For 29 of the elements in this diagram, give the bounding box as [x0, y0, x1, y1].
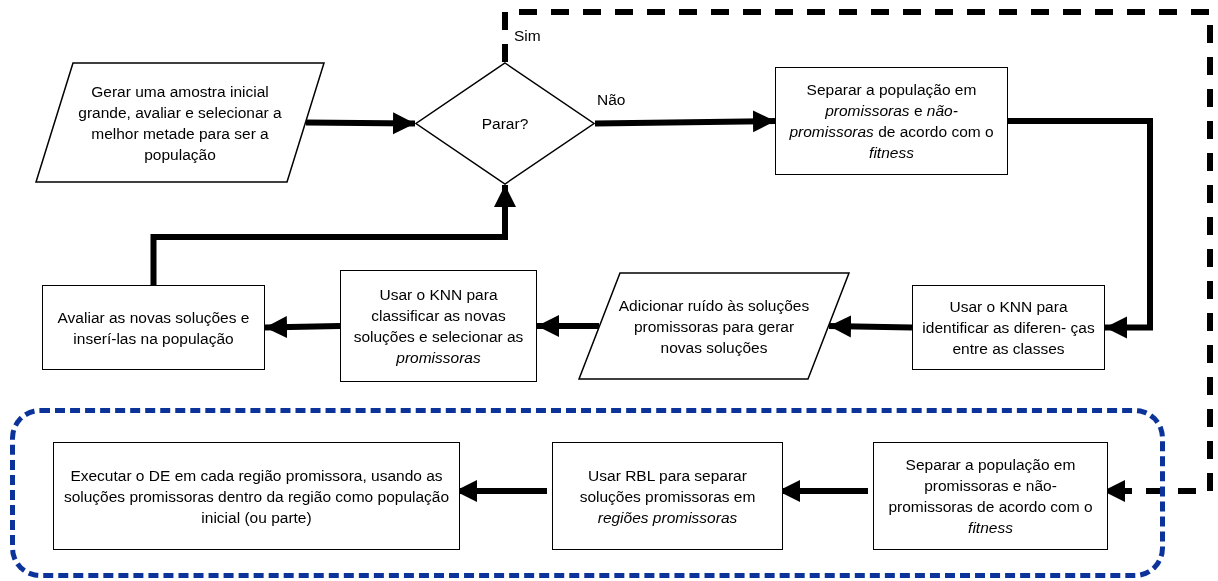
node-label: Parar? — [480, 114, 530, 134]
node-label: Usar RBL para separar soluções promissoras em regiões promissoras — [578, 465, 757, 528]
dashed-group-frame — [10, 408, 1165, 578]
arrow — [150, 185, 516, 285]
process-box — [42, 285, 265, 370]
process-box — [775, 67, 1008, 175]
arrow — [594, 110, 776, 133]
decision-diamond — [415, 62, 595, 185]
node-label: Avaliar as novas soluções e inserí-las na população — [56, 307, 251, 349]
node-label: Executar o DE em cada região promissora, usando as soluções promissoras dentro da região como população inicial (ou parte) — [62, 465, 451, 528]
node-label: Adicionar ruído às soluções promissoras para gerar novas soluções — [617, 295, 811, 358]
arrow — [828, 315, 913, 338]
dashed-arrow — [502, 9, 1213, 502]
process-box — [912, 285, 1105, 370]
parallelogram-box — [35, 62, 325, 183]
process-box — [340, 270, 537, 382]
arrow — [305, 112, 416, 135]
node-label: Separar a população em promissoras e não-promissoras de acordo com o fitness — [788, 80, 995, 163]
node-label: Usar o KNN para identificar as diferen- ças entre as classes — [921, 297, 1096, 359]
process-box — [552, 442, 783, 550]
node-label: Separar a população em promissoras e não-promissoras de acordo com o fitness — [887, 455, 1094, 538]
arrow — [1008, 118, 1153, 339]
parallelogram-box — [578, 272, 850, 380]
node-label: Usar o KNN para classificar as novas soluções e selecionar as promissoras — [352, 285, 525, 368]
process-box — [873, 442, 1108, 550]
node-label: Gerar uma amostra inicial grande, avaliar e selecionar a melhor metade para ser a população — [77, 81, 283, 165]
arrow — [264, 316, 341, 339]
process-box — [53, 442, 460, 550]
arrow — [537, 315, 599, 337]
